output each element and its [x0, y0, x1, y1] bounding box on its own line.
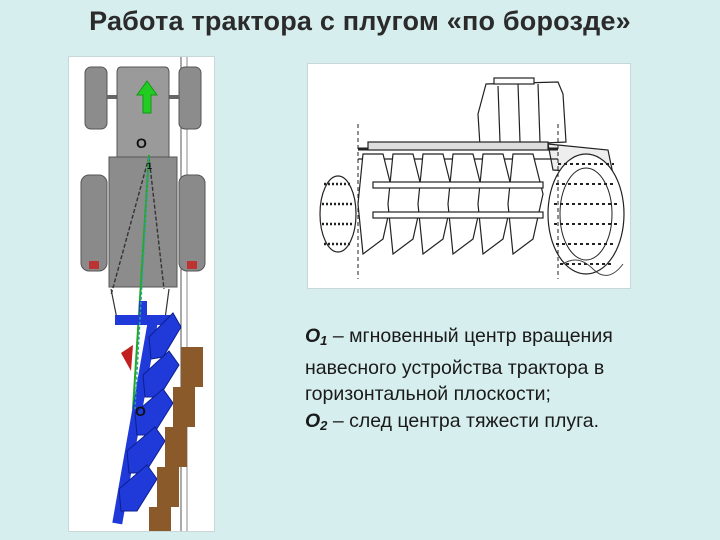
plow-mast [139, 301, 147, 319]
plow-assembly [112, 301, 182, 525]
legend-o2-sub: 2 [320, 417, 328, 433]
right-link-dashed [148, 156, 165, 290]
rear-left-wheel [80, 174, 108, 272]
left-lower-link [110, 288, 118, 320]
rear-tire-sketch [547, 153, 625, 275]
legend-item-o1: О1 – мгновенный центр вращения навесного… [305, 323, 635, 408]
rear-left-light [89, 261, 99, 269]
tractor-top-view-diagram [80, 57, 206, 531]
plow-body-4 [126, 426, 166, 474]
plow-cross-bar [115, 315, 173, 325]
tractor-top-view-panel: О 1 О [68, 56, 215, 532]
direction-arrow-icon [136, 80, 158, 114]
plow-bodies-sketch [357, 141, 549, 256]
soil-strip-5 [149, 507, 171, 531]
furrow-soil [149, 347, 203, 531]
plow-body-3 [134, 388, 174, 436]
label-o1-sub: 1 [147, 161, 153, 171]
label-o2: О [135, 403, 146, 419]
legend-o1-sub: 1 [320, 333, 328, 348]
legend-o1-text: – мгновенный центр вращения навесного ус… [305, 325, 613, 405]
front-left-wheel [84, 66, 108, 130]
rear-right-wheel [178, 174, 206, 272]
label-o1: О [136, 135, 147, 151]
plow-hydraulic-icon [121, 345, 133, 371]
gauge-wheel-sketch [319, 175, 357, 253]
plow-body-1 [148, 312, 182, 360]
right-lower-link [164, 288, 170, 320]
rear-right-light [187, 261, 197, 269]
front-right-wheel [178, 66, 202, 130]
tractor-side-sketch [319, 77, 625, 279]
soil-strip-4 [157, 467, 179, 507]
soil-scribble [562, 259, 624, 276]
legend-o1-symbol: О [305, 325, 321, 347]
soil-strip-2 [173, 387, 195, 427]
legend-o2-symbol: О [305, 409, 321, 432]
legend-text-block: О1 – мгновенный центр вращения навесного… [305, 323, 635, 439]
plow-body-2 [142, 350, 180, 398]
cg-trace-line [134, 156, 150, 410]
tractor-side-sketch-panel [307, 63, 631, 289]
soil-strip-1 [181, 347, 203, 387]
plow-body-5 [118, 464, 158, 512]
legend-o2-text: – след центра тяжести плуга. [327, 409, 600, 432]
soil-strip-3 [165, 427, 187, 467]
legend-item-o2: О2 – след центра тяжести плуга. [305, 408, 635, 440]
slide-title: Работа трактора с плугом «по борозде» [89, 6, 631, 36]
